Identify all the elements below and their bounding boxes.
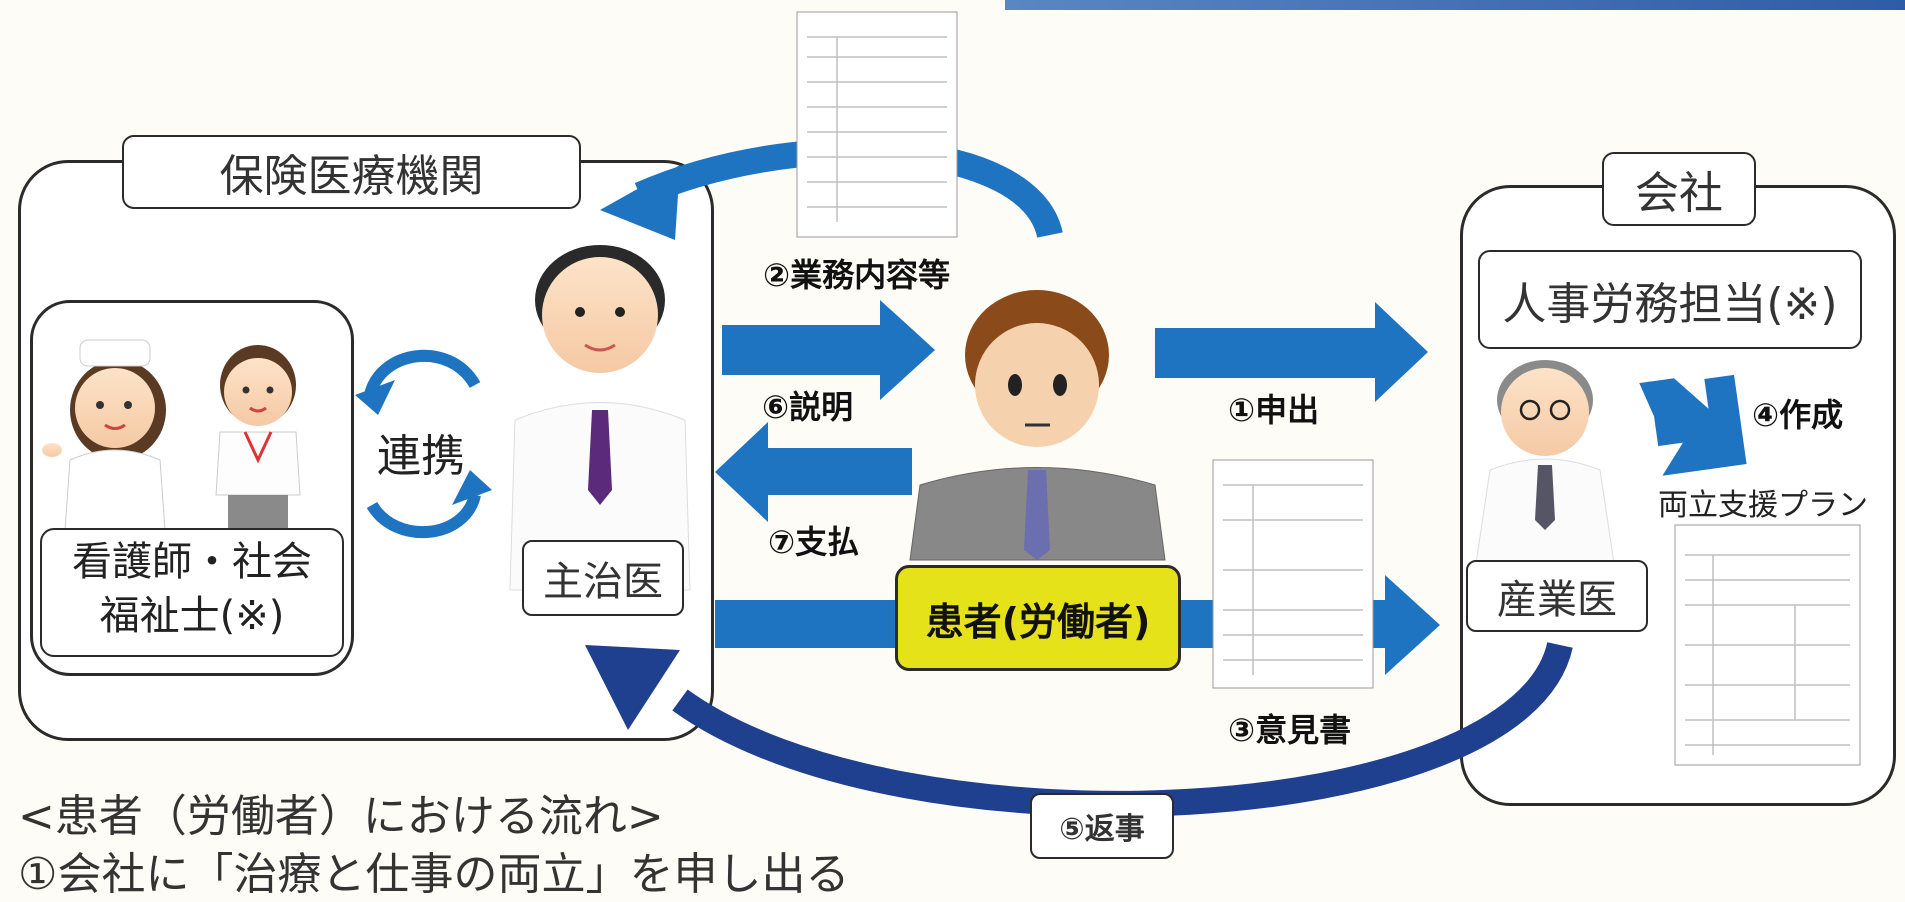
nurse-illustration-1 xyxy=(42,339,166,531)
step-1-label: ①申出 xyxy=(1228,391,1320,429)
doctor-label: 主治医 xyxy=(522,540,684,616)
step-5-label: ⑤返事 xyxy=(1030,793,1174,859)
step-3-label: ③意見書 xyxy=(1228,711,1352,749)
document-plan xyxy=(1674,524,1861,766)
renkei-label: 連携 xyxy=(377,431,465,482)
patient-badge: 患者(労働者) xyxy=(895,565,1181,671)
step-2-label: ②業務内容等 xyxy=(763,256,951,294)
doctor-illustration xyxy=(509,245,691,591)
step-4-label: ④作成 xyxy=(1752,396,1844,434)
hr-label: 人事労務担当(※) xyxy=(1478,250,1862,349)
arrow-curve-bottom xyxy=(672,641,1573,817)
step-6-label: ⑥説明 xyxy=(762,388,854,426)
company-label: 会社 xyxy=(1602,152,1756,226)
document-opinion xyxy=(1212,459,1374,689)
sangyoi-illustration xyxy=(1474,360,1616,571)
diagram-graphics xyxy=(42,11,1861,817)
patient-illustration xyxy=(909,290,1166,561)
arrow-request xyxy=(1155,302,1428,402)
flow-line-1: ①会社に「治療と仕事の両立」を申し出る xyxy=(18,849,850,900)
header-band xyxy=(1005,0,1905,10)
nurse-label-line2: 福祉士(※) xyxy=(99,593,285,639)
flow-heading: <患者（労働者）における流れ> xyxy=(18,791,664,842)
plan-label: 両立支援プラン xyxy=(1658,488,1868,523)
document-work-content xyxy=(796,11,958,238)
arrow-curve-top-head xyxy=(600,165,680,240)
arrow-payment xyxy=(715,422,912,522)
hospital-label: 保険医療機関 xyxy=(122,135,581,209)
nurse-illustration-2 xyxy=(215,345,301,550)
arrow-explain xyxy=(722,300,935,400)
arrow-curve-bottom-head xyxy=(585,645,680,730)
sangyoi-label: 産業医 xyxy=(1466,560,1648,632)
step-7-label: ⑦支払 xyxy=(768,523,860,561)
nurse-label-line1: 看護師・社会 xyxy=(72,539,312,585)
nurse-label: 看護師・社会 福祉士(※) xyxy=(40,528,344,657)
arrow-plan xyxy=(1639,374,1747,476)
